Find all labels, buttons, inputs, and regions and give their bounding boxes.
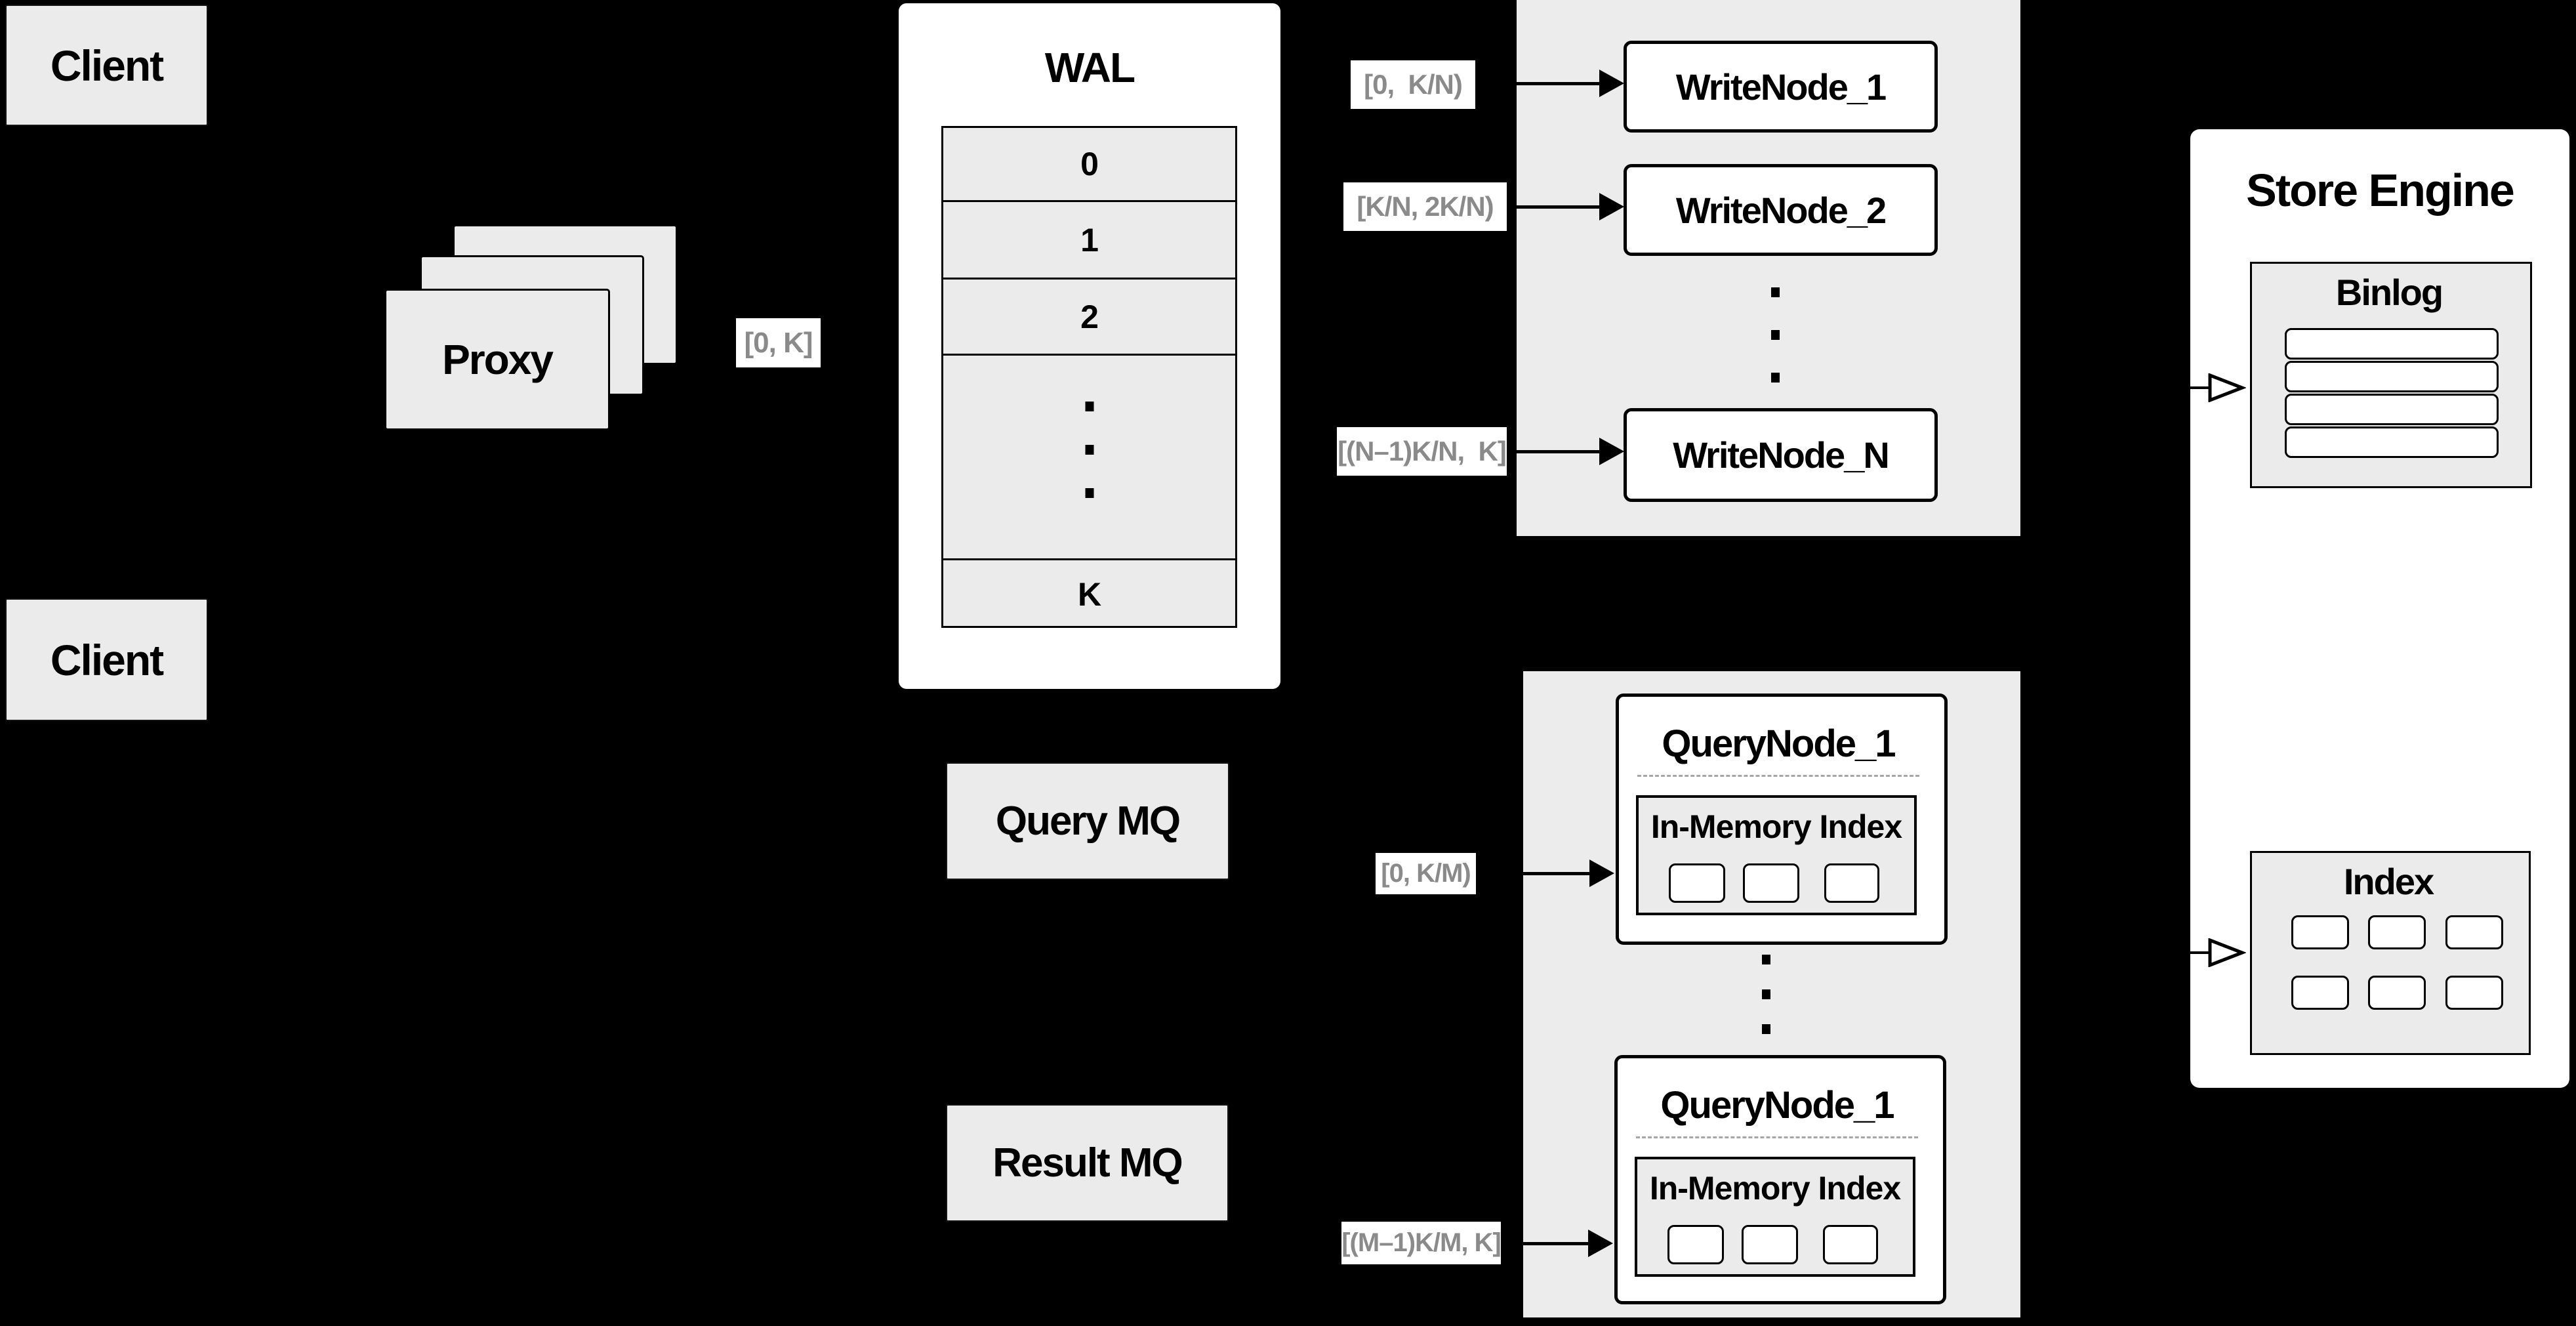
write-node-n-box: WriteNode_N (1624, 408, 1938, 502)
binlog-box: Binlog (2250, 262, 2532, 488)
wal-segment-row-last: K (1077, 575, 1101, 613)
wal-segment-row: 0 (943, 128, 1235, 202)
index-cell (2291, 976, 2349, 1010)
open-arrowhead-icon (2208, 373, 2246, 402)
range-chip-write-2: [K/N, 2K/N) (1343, 182, 1507, 231)
range-chip-query-top: [0, K/M) (1376, 853, 1476, 894)
client-bottom-label: Client (50, 635, 164, 684)
segment-cell (1824, 863, 1879, 903)
binlog-row (2285, 328, 2499, 360)
proxy-box-front: Proxy (384, 289, 610, 430)
arrow-to-querynode-top (1523, 872, 1591, 875)
binlog-title: Binlog (2335, 271, 2443, 313)
arrowhead-icon (1599, 70, 1624, 97)
index-title: Index (2343, 860, 2434, 902)
write-node-2-box: WriteNode_2 (1624, 164, 1938, 256)
wal-table: 0 1 2 K (941, 126, 1237, 628)
range-chip-query-bottom: [(M–1)K/M, K] (1341, 1222, 1502, 1264)
arrowhead-icon (1599, 438, 1624, 465)
open-arrowhead-icon (2208, 938, 2246, 967)
query-node-bottom-title: QueryNode_1 (1660, 1083, 1894, 1127)
range-chip-proxy-out: [0, K] (736, 318, 821, 367)
line-to-binlog (2190, 386, 2210, 389)
client-box-bottom: Client (5, 598, 208, 721)
client-top-label: Client (50, 41, 164, 90)
result-mq-box: Result MQ (946, 1104, 1229, 1222)
vertical-ellipsis-icon (1771, 287, 1780, 383)
arrowhead-icon (1589, 860, 1614, 887)
query-node-top-title: QueryNode_1 (1662, 722, 1896, 765)
proxy-label: Proxy (442, 336, 554, 383)
wal-segment-row: 2 (943, 280, 1235, 356)
index-cell (2368, 915, 2426, 949)
index-box: Index (2250, 851, 2531, 1055)
client-box-top: Client (5, 5, 208, 126)
write-node-1-box: WriteNode_1 (1624, 41, 1938, 133)
segment-cell (1667, 1225, 1724, 1264)
in-memory-index-label: In-Memory Index (1649, 1170, 1901, 1207)
binlog-row (2285, 394, 2499, 425)
segment-cell (1743, 863, 1799, 903)
arrow-to-writenode-1 (1517, 82, 1601, 85)
arrow-to-querynode-bottom (1523, 1242, 1589, 1245)
arrowhead-icon (1599, 193, 1624, 220)
wal-segment-row: 1 (943, 202, 1235, 280)
store-engine-title: Store Engine (2246, 165, 2515, 216)
index-cell (2291, 915, 2349, 949)
query-mq-box: Query MQ (946, 762, 1229, 880)
arrowhead-icon (1588, 1230, 1613, 1257)
wal-title: WAL (1044, 44, 1135, 91)
query-node-bottom-box: QueryNode_1 In-Memory Index (1614, 1055, 1946, 1304)
binlog-row (2285, 426, 2499, 458)
arrow-to-writenode-2 (1517, 205, 1601, 209)
in-memory-index-label: In-Memory Index (1650, 808, 1902, 845)
binlog-row (2285, 361, 2499, 392)
segment-cell (1823, 1225, 1878, 1264)
in-memory-index-box-bottom: In-Memory Index (1635, 1157, 1915, 1277)
dashed-divider (1637, 775, 1919, 777)
index-cell (2368, 976, 2426, 1010)
wal-panel: WAL 0 1 2 K (899, 3, 1280, 689)
segment-cell (1669, 863, 1725, 903)
range-chip-write-n: [(N–1)K/N, K] (1337, 427, 1507, 476)
wal-ellipsis-row (943, 356, 1235, 560)
line-to-index (2190, 951, 2210, 954)
range-chip-write-1: [0, K/N) (1351, 60, 1475, 109)
index-cell (2445, 915, 2503, 949)
arrow-to-writenode-n (1517, 450, 1601, 453)
vertical-ellipsis-icon (1762, 955, 1770, 1034)
segment-cell (1742, 1225, 1798, 1264)
dashed-divider (1636, 1136, 1918, 1138)
vertical-ellipsis-icon (1085, 402, 1094, 498)
index-cell (2445, 976, 2503, 1010)
in-memory-index-box-top: In-Memory Index (1636, 795, 1917, 915)
query-node-top-box: QueryNode_1 In-Memory Index (1616, 694, 1948, 945)
store-engine-panel: Store Engine Binlog Index (2190, 129, 2569, 1088)
